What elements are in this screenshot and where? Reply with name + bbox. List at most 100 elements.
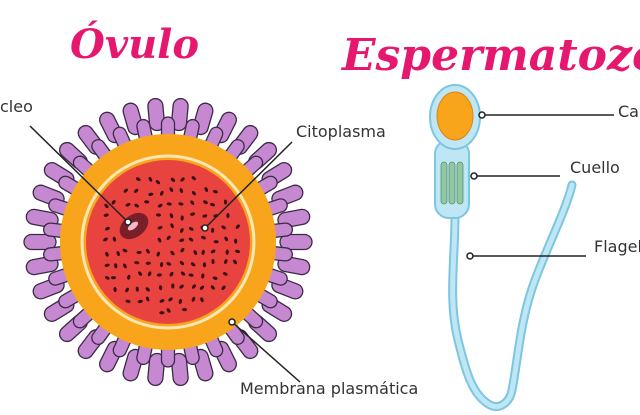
label-head: Ca	[618, 102, 639, 121]
cytoplasm-granule	[156, 273, 162, 277]
cytoplasm-granule	[156, 251, 161, 257]
cytoplasm-granule	[125, 287, 129, 293]
label-cytoplasm: Citoplasma	[296, 122, 386, 141]
cytoplasm-granule	[180, 247, 185, 253]
cytoplasm	[86, 160, 250, 324]
cytoplasm-granule	[111, 199, 116, 205]
cytoplasm-granule	[200, 297, 204, 303]
cytoplasm-granule	[125, 203, 131, 207]
cytoplasm-granule	[166, 308, 171, 313]
cytoplasm-granule	[157, 225, 163, 230]
cytoplasm-granule	[105, 251, 109, 257]
cytoplasm-granule	[166, 235, 171, 240]
cytoplasm-granule	[159, 190, 164, 196]
cytoplasm-granule	[113, 286, 117, 293]
leader-dot-cytoplasm	[201, 224, 209, 232]
cytoplasm-granule	[133, 188, 139, 193]
nucleolus	[127, 221, 139, 231]
cytoplasm-granule	[212, 190, 218, 194]
cytoplasm-granule	[134, 261, 140, 265]
cytoplasm-granule	[222, 272, 228, 276]
cytoplasm-granule	[135, 177, 141, 182]
cytoplasm-granule	[179, 188, 184, 194]
cytoplasm-granule	[221, 225, 227, 230]
leader-cytoplasm	[204, 141, 293, 229]
cytoplasm-granule	[202, 214, 208, 218]
cytoplasm-granule	[200, 235, 206, 240]
cytoplasm-granule	[145, 296, 150, 302]
cytoplasm-granule	[169, 271, 174, 277]
label-nucleus: cleo	[0, 97, 33, 116]
ovum-cell	[23, 97, 313, 387]
label-neck: Cuello	[570, 158, 620, 177]
cytoplasm-granule	[159, 299, 165, 303]
cytoplasm-granule	[213, 240, 219, 244]
cytoplasm-granule	[148, 176, 153, 182]
zona-inner-ring	[80, 154, 256, 330]
cytoplasm-granule	[235, 224, 240, 229]
cytoplasm-granule	[136, 250, 142, 255]
cytoplasm-granule	[110, 276, 117, 280]
spermatozoon	[429, 84, 577, 411]
cytoplasm-granule	[188, 273, 194, 277]
cytoplasm-granule	[104, 275, 110, 280]
cytoplasm-granule	[116, 250, 120, 257]
cytoplasm-granule	[193, 250, 198, 255]
cytoplasm-granule	[144, 200, 150, 204]
cytoplasm-granule	[169, 187, 174, 192]
cytoplasm-granule	[203, 200, 208, 205]
cytoplasm-granule	[233, 259, 237, 265]
cytoplasm-granule	[204, 187, 209, 192]
cytoplasm-granule	[159, 261, 164, 268]
cytoplasm-granule	[188, 237, 194, 242]
leader-dot-head	[478, 111, 486, 119]
cytoplasm-granule	[170, 250, 175, 256]
cytoplasm-granule	[103, 237, 108, 242]
cytoplasm-granule	[224, 259, 228, 265]
cytoplasm-granule	[201, 249, 205, 255]
cytoplasm-granule	[190, 200, 195, 205]
cytoplasm-granule	[137, 299, 143, 304]
cytoplasm-granule	[212, 276, 218, 280]
cytoplasm-granule	[168, 297, 173, 302]
cytoplasm-granule	[134, 203, 140, 208]
cytoplasm-granule	[178, 202, 184, 206]
ovum-title: Óvulo	[70, 21, 199, 68]
cytoplasm-granule	[191, 296, 196, 302]
cytoplasm-granule	[105, 226, 110, 231]
cytoplasm-granules	[103, 176, 241, 315]
cytoplasm-granule	[138, 271, 143, 276]
cytoplasm-granule	[145, 287, 150, 292]
cytoplasm-granule	[210, 285, 215, 290]
corona-cell	[147, 352, 166, 387]
cytoplasm-granule	[123, 188, 128, 193]
corona-cell	[23, 233, 57, 251]
cytoplasm-granule	[158, 285, 163, 291]
ovum-leaders	[29, 125, 301, 383]
leader-dot-membrane	[228, 318, 236, 326]
cytoplasm-granule	[179, 260, 185, 266]
label-membrane: Membrana plasmática	[240, 379, 418, 398]
cytoplasm-granule	[191, 176, 197, 181]
cytoplasm-granule	[234, 238, 238, 244]
cytoplasm-granule	[104, 203, 109, 209]
cytoplasm-granule	[191, 190, 197, 196]
cytoplasm-granule	[145, 248, 150, 254]
leader-dot-neck	[470, 172, 478, 180]
cytoplasm-granule	[226, 212, 230, 219]
cytoplasm-granule	[209, 202, 216, 207]
cytoplasm-granule	[211, 227, 215, 233]
cytoplasm-granule	[201, 273, 205, 279]
cytoplasm-granule	[171, 283, 175, 289]
cytoplasm-granule	[159, 311, 165, 315]
cytoplasm-granule	[179, 228, 184, 233]
corona-cell	[147, 97, 166, 132]
cytoplasm-granule	[157, 237, 162, 243]
corona-cell	[170, 352, 189, 387]
cytoplasm-granule	[103, 213, 109, 217]
cytoplasm-granule	[210, 249, 216, 254]
cytoplasm-granule	[123, 263, 127, 269]
leader-dot-flagellum	[466, 252, 474, 260]
